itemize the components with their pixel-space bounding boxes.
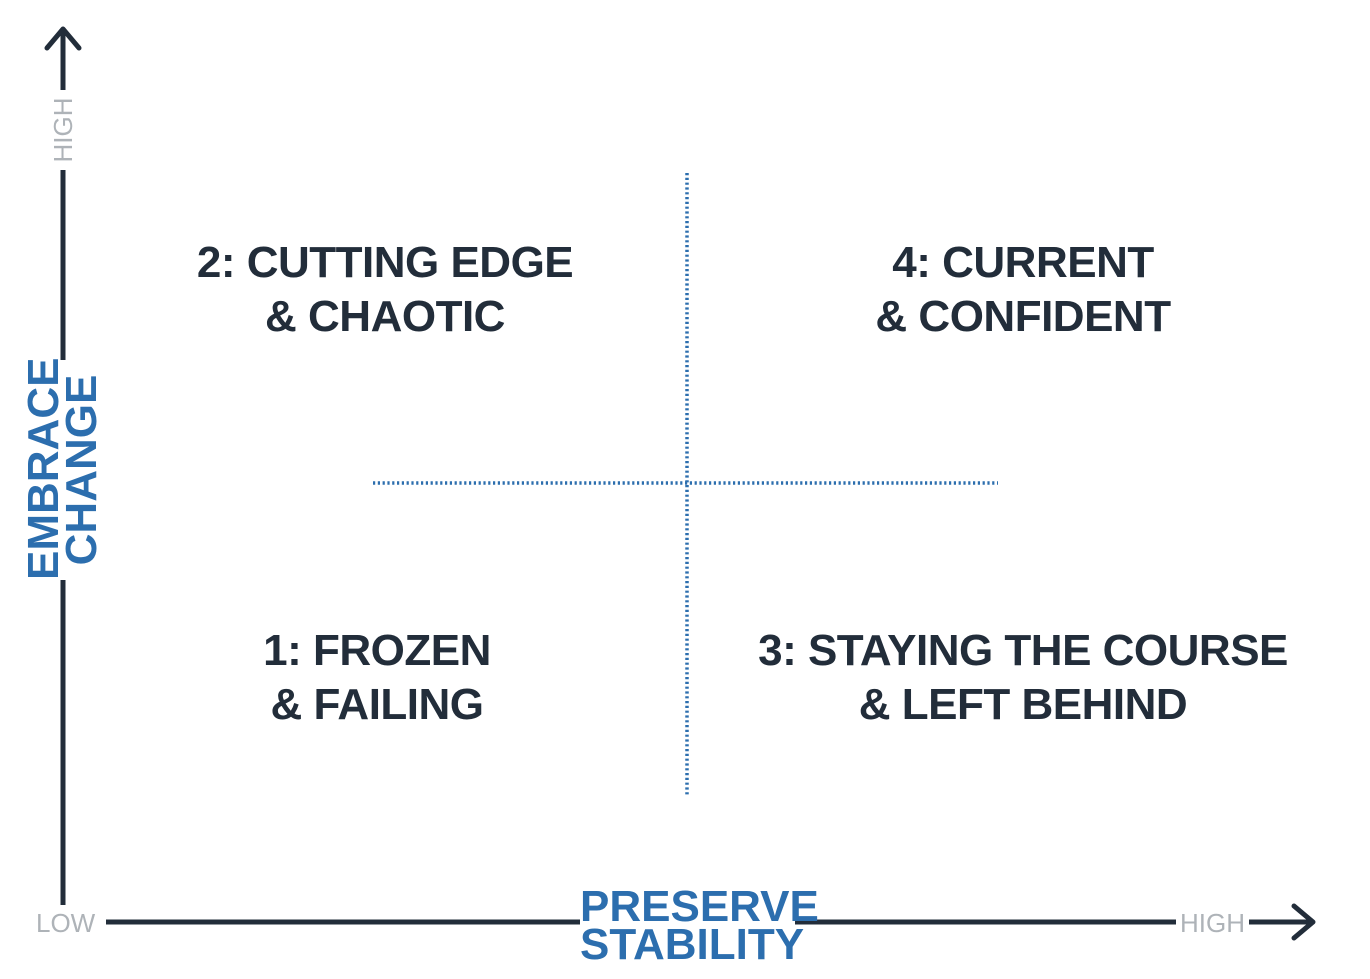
x-axis-title: PRESERVE STABILITY — [580, 882, 819, 969]
quadrant-2-label: 2: CUTTING EDGE & CHAOTIC — [105, 236, 665, 344]
quadrant-4-label: 4: CURRENT & CONFIDENT — [743, 236, 1303, 344]
quadrant-3-line1: 3: STAYING THE COURSE — [758, 626, 1288, 675]
quadrant-3-label: 3: STAYING THE COURSE & LEFT BEHIND — [743, 624, 1303, 732]
y-axis-title: EMBRACE CHANGE — [19, 358, 106, 580]
quadrant-1-line2: & FAILING — [270, 680, 484, 729]
y-axis-title-line2: CHANGE — [57, 374, 106, 566]
x-axis-high-label: HIGH — [1176, 910, 1249, 936]
quadrant-3-line2: & LEFT BEHIND — [858, 680, 1188, 729]
quadrant-1-label: 1: FROZEN & FAILING — [97, 624, 657, 732]
x-axis-low-label: LOW — [36, 910, 100, 936]
quadrant-2-line1: 2: CUTTING EDGE — [196, 238, 574, 287]
quadrant-4-line2: & CONFIDENT — [875, 292, 1171, 341]
x-axis-title-line1: PRESERVE — [580, 882, 819, 931]
quadrant-1-line1: 1: FROZEN — [263, 626, 491, 675]
x-axis-arrowhead — [1291, 903, 1316, 941]
y-axis-high-label: HIGH — [48, 90, 78, 170]
quadrant-2-line2: & CHAOTIC — [265, 292, 505, 341]
quadrant-4-line1: 4: CURRENT — [892, 238, 1154, 287]
y-axis-arrowhead — [44, 26, 82, 51]
x-axis-title-line2: STABILITY — [580, 920, 805, 969]
